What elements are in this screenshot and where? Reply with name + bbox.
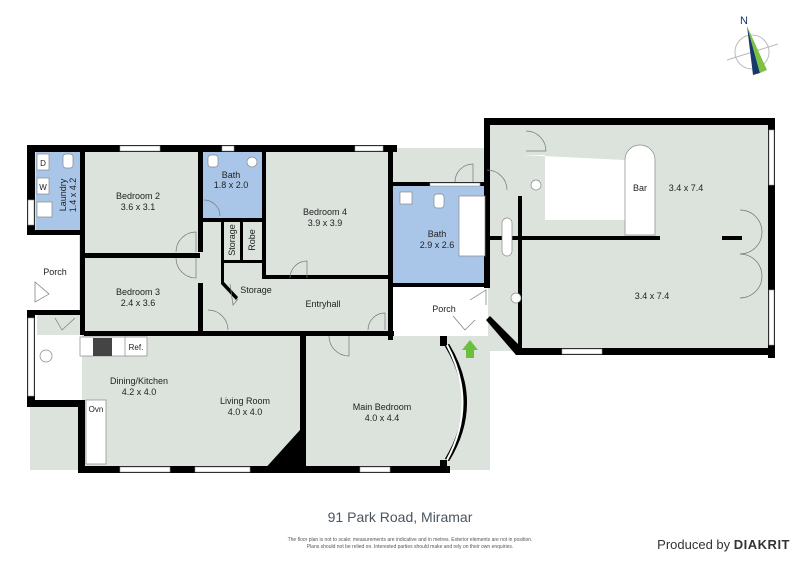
bar-name: Bar: [633, 183, 647, 193]
sink-icon: [39, 349, 53, 363]
porch-west-name: Porch: [43, 267, 67, 277]
dryer-label: D: [40, 159, 46, 168]
bath2-name: Bath: [428, 229, 447, 239]
walls: [27, 118, 775, 473]
entryhall-name: Entryhall: [305, 299, 340, 309]
room-porch-east: [393, 286, 488, 336]
bedroom3-size: 2.4 x 3.6: [121, 298, 156, 308]
fridge-label: Ref.: [129, 343, 144, 352]
bath1-size: 1.8 x 2.0: [214, 180, 249, 190]
dining-kitchen-name: Dining/Kitchen: [110, 376, 168, 386]
toilet-icon: [207, 154, 219, 168]
brand-logo: DIAKRIT: [733, 537, 790, 552]
dryer: [36, 153, 50, 171]
bedroom4-name: Bedroom 4: [303, 207, 347, 217]
basin-icon: [399, 191, 413, 205]
bathtub-icon: [458, 195, 486, 257]
laundry-sink-icon: [36, 201, 53, 218]
living-name: Living Room: [220, 396, 270, 406]
basin-icon: [510, 292, 522, 304]
washer: [36, 177, 50, 195]
producer-credit: Produced by DIAKRIT: [657, 537, 790, 552]
entry-arrow-icon: [462, 340, 478, 358]
fridge: [124, 336, 148, 357]
bedroom2-size: 3.6 x 3.1: [121, 202, 156, 212]
room-main-bedroom: [305, 338, 463, 466]
laundry-size: 1.4 x 4.2: [68, 178, 78, 213]
laundry-name: Laundry: [58, 178, 68, 211]
cooktop-icon: [93, 338, 112, 356]
room-porch-west: [27, 235, 79, 310]
bath2-size: 2.9 x 2.6: [420, 240, 455, 250]
main-bedroom-name: Main Bedroom: [353, 402, 412, 412]
dining-kitchen-size: 4.2 x 4.0: [122, 387, 157, 397]
doors: [34, 130, 763, 357]
big-room-size: 3.4 x 7.4: [635, 291, 670, 301]
oven-label: Ovn: [89, 405, 104, 414]
basin-icon: [246, 156, 258, 168]
disclaimer-line-2: Plans should not be relied on. Intereste…: [306, 544, 514, 550]
bath1-name: Bath: [222, 170, 241, 180]
property-address: 91 Park Road, Miramar: [327, 509, 473, 525]
compass-north-label: N: [740, 15, 748, 27]
robe-name: Robe: [247, 229, 257, 251]
toilet-icon: [62, 153, 74, 169]
bedroom4-size: 3.9 x 3.9: [308, 218, 343, 228]
bedroom3-name: Bedroom 3: [116, 287, 160, 297]
credit-prefix: Produced by: [657, 537, 731, 552]
washer-label: W: [39, 183, 47, 192]
bedroom2-name: Bedroom 2: [116, 191, 160, 201]
storage2-name: Storage: [240, 285, 272, 295]
bar-size: 3.4 x 7.4: [669, 183, 704, 193]
disclaimer: The floor plan is not to scale; measurem…: [240, 537, 580, 551]
windows: [27, 129, 775, 473]
vanity-icon: [501, 217, 513, 257]
bar-counter: [522, 155, 625, 220]
room-bedroom-4: [265, 152, 390, 277]
bar-sink-icon: [530, 179, 542, 191]
room-bedroom-2: [84, 152, 200, 254]
porch-east-name: Porch: [432, 304, 456, 314]
toilet-icon: [433, 193, 445, 209]
disclaimer-line-1: The floor plan is not to scale; measurem…: [287, 537, 533, 543]
fixtures: D W Ref. Ovn: [36, 153, 542, 465]
main-bedroom-size: 4.0 x 4.4: [365, 413, 400, 423]
living-size: 4.0 x 4.0: [228, 407, 263, 417]
oven: [85, 399, 107, 465]
room-living: [85, 338, 300, 466]
compass-icon: N: [726, 15, 779, 75]
storage1-name: Storage: [227, 224, 237, 256]
